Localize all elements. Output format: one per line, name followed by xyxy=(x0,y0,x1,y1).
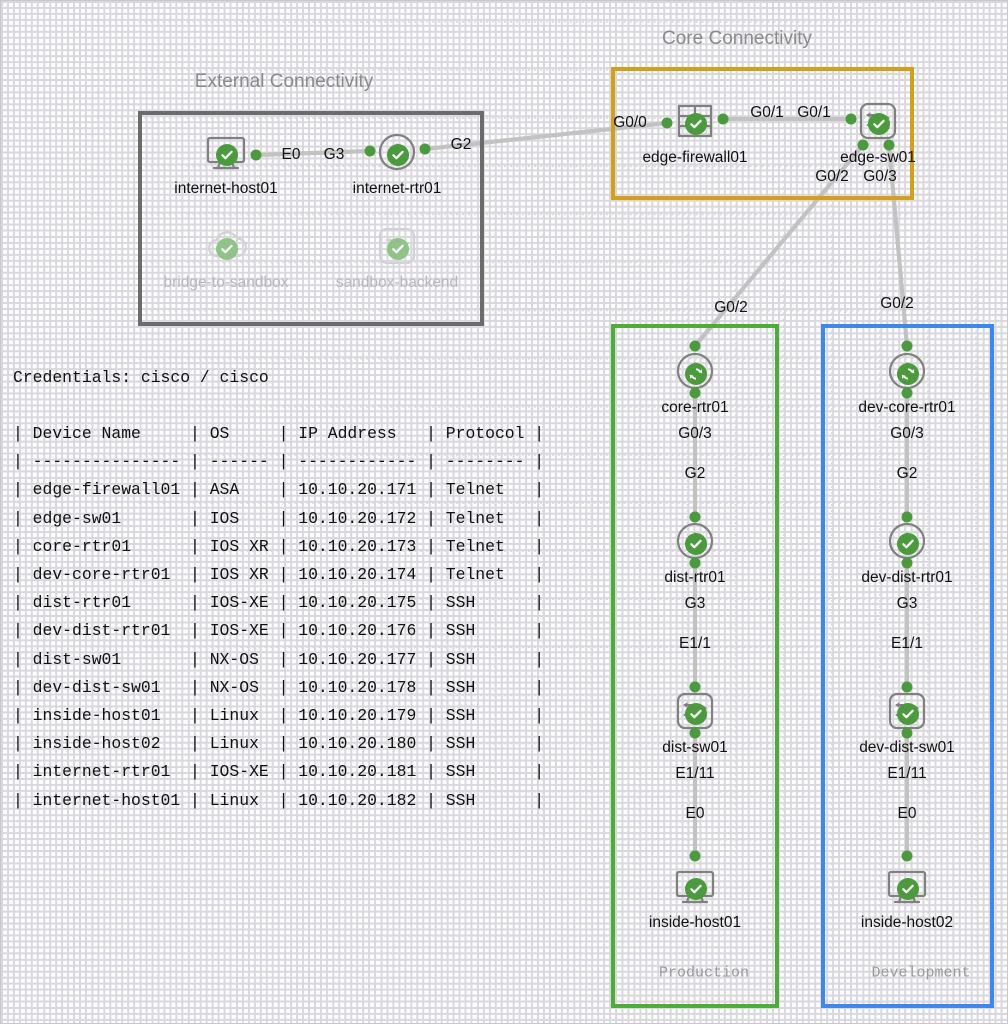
status-check-icon[interactable] xyxy=(897,533,919,555)
host-monitor-icon xyxy=(200,126,252,178)
interface-label: G0/2 xyxy=(815,168,849,185)
cloud-icon xyxy=(200,220,252,272)
zone-development[interactable] xyxy=(821,324,994,1008)
port-dot[interactable] xyxy=(689,340,701,352)
port-dot[interactable] xyxy=(901,340,913,352)
interface-label: G3 xyxy=(323,146,345,163)
firewall-brick-icon xyxy=(669,95,721,147)
interface-label: E0 xyxy=(685,805,705,822)
zone-production[interactable] xyxy=(611,324,779,1008)
node-label: sandbox-backend xyxy=(335,274,459,291)
status-sync-icon[interactable] xyxy=(685,363,707,385)
zone-title-core: Core Connectivity xyxy=(662,28,812,49)
status-check-icon[interactable] xyxy=(387,238,409,260)
interface-label: G0/2 xyxy=(880,295,914,312)
interface-label: G0/0 xyxy=(613,114,647,131)
node-label: dist-rtr01 xyxy=(664,569,726,586)
port-dot[interactable] xyxy=(689,850,701,862)
switch-icon xyxy=(371,220,423,272)
interface-label: G0/3 xyxy=(678,425,712,442)
interface-label: G2 xyxy=(684,465,706,482)
port-dot[interactable] xyxy=(857,139,869,151)
interface-label: G2 xyxy=(450,136,472,153)
port-dot[interactable] xyxy=(901,557,913,569)
port-dot[interactable] xyxy=(689,387,701,399)
zone-external[interactable] xyxy=(138,111,484,326)
interface-label: G0/3 xyxy=(863,168,897,185)
port-dot[interactable] xyxy=(901,681,913,693)
device-inventory-table: | Device Name | OS | IP Address | Protoc… xyxy=(13,424,545,810)
port-dot[interactable] xyxy=(689,557,701,569)
port-dot[interactable] xyxy=(689,511,701,523)
interface-label: G0/3 xyxy=(890,425,924,442)
node-label: bridge-to-sandbox xyxy=(163,274,289,291)
switch-icon xyxy=(881,685,933,737)
port-dot[interactable] xyxy=(901,387,913,399)
status-check-icon[interactable] xyxy=(868,113,890,135)
node-label: core-rtr01 xyxy=(661,399,729,416)
node-label: edge-sw01 xyxy=(840,149,916,166)
zone-footer-development: Development xyxy=(871,964,971,982)
zone-title-external: External Connectivity xyxy=(194,71,374,92)
interface-label: G3 xyxy=(684,595,706,612)
interface-label: G3 xyxy=(896,595,918,612)
port-dot[interactable] xyxy=(845,113,857,125)
credentials-line: Credentials: cisco / cisco xyxy=(13,368,269,387)
router-icon xyxy=(371,126,423,178)
status-check-icon[interactable] xyxy=(897,703,919,725)
interface-label: E1/11 xyxy=(675,765,715,782)
node-label: inside-host01 xyxy=(648,914,742,931)
node-label: dev-dist-rtr01 xyxy=(861,569,953,586)
interface-label: E1/1 xyxy=(891,635,923,652)
node-label: internet-rtr01 xyxy=(352,180,442,197)
status-check-icon[interactable] xyxy=(216,144,238,166)
status-check-icon[interactable] xyxy=(685,533,707,555)
status-check-icon[interactable] xyxy=(897,878,919,900)
status-check-icon[interactable] xyxy=(685,878,707,900)
host-monitor-icon xyxy=(881,860,933,912)
status-check-icon[interactable] xyxy=(685,113,707,135)
port-dot[interactable] xyxy=(901,511,913,523)
zone-footer-production: Production xyxy=(658,964,750,982)
status-check-icon[interactable] xyxy=(387,144,409,166)
node-label: dist-sw01 xyxy=(662,739,728,756)
port-dot[interactable] xyxy=(364,145,376,157)
status-check-icon[interactable] xyxy=(216,238,238,260)
port-dot[interactable] xyxy=(661,117,673,129)
router-icon xyxy=(669,345,721,397)
port-dot[interactable] xyxy=(250,149,262,161)
port-dot[interactable] xyxy=(419,143,431,155)
status-sync-icon[interactable] xyxy=(897,363,919,385)
interface-label: G2 xyxy=(896,465,918,482)
node-label: dev-core-rtr01 xyxy=(858,399,956,416)
router-icon xyxy=(669,515,721,567)
port-dot[interactable] xyxy=(901,850,913,862)
node-label: edge-firewall01 xyxy=(642,149,748,166)
port-dot[interactable] xyxy=(901,727,913,739)
node-label: internet-host01 xyxy=(174,180,278,197)
interface-label: G0/2 xyxy=(714,299,748,316)
node-label: dev-dist-sw01 xyxy=(859,739,955,756)
zone-core[interactable] xyxy=(611,67,914,200)
interface-label: E1/11 xyxy=(887,765,927,782)
port-dot[interactable] xyxy=(883,139,895,151)
node-label: inside-host02 xyxy=(860,914,954,931)
switch-icon xyxy=(852,95,904,147)
port-dot[interactable] xyxy=(689,727,701,739)
interface-label: E0 xyxy=(281,146,301,163)
port-dot[interactable] xyxy=(717,113,729,125)
port-dot[interactable] xyxy=(689,681,701,693)
switch-icon xyxy=(669,685,721,737)
interface-label: E1/1 xyxy=(679,635,711,652)
interface-label: G0/1 xyxy=(750,104,784,121)
interface-label: E0 xyxy=(897,805,917,822)
interface-label: G0/1 xyxy=(797,104,831,121)
host-monitor-icon xyxy=(669,860,721,912)
status-check-icon[interactable] xyxy=(685,703,707,725)
